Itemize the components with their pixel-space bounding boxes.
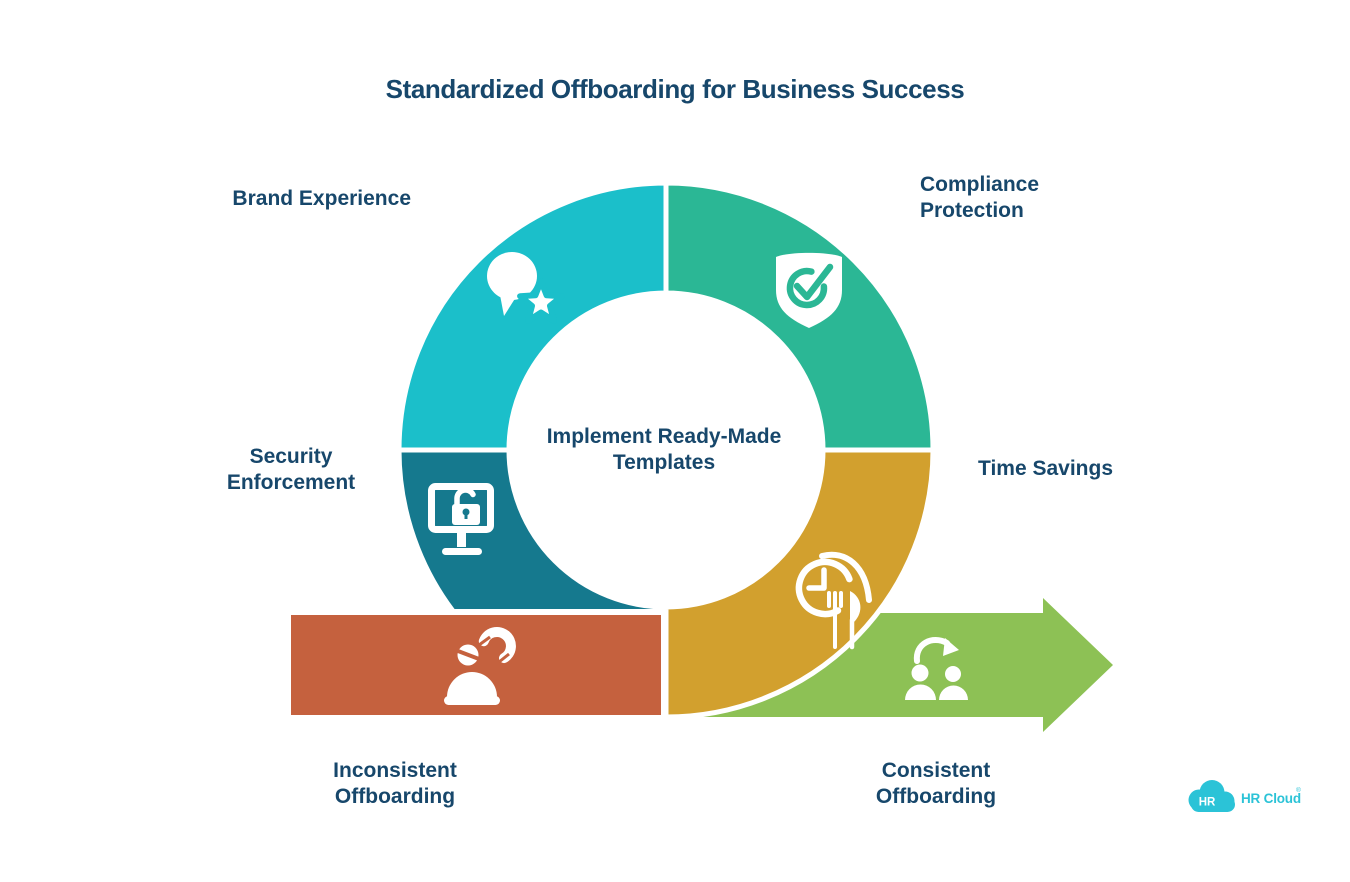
logo-name: HR Cloud (1241, 791, 1301, 806)
label-security-enforcement: Security Enforcement (226, 445, 356, 494)
label-inconsistent-offboarding: Inconsistent Offboarding (333, 759, 457, 808)
cloud-icon (1188, 780, 1235, 812)
shield-check-icon (776, 252, 842, 328)
label-brand-experience: Brand Experience (232, 187, 411, 210)
people-sync-icon (905, 637, 968, 700)
label-compliance-protection: Compliance Protection (920, 173, 1040, 222)
employee-magnet-icon (444, 627, 516, 705)
logo-trademark: ® (1296, 786, 1301, 794)
chat-star-icon (487, 252, 565, 324)
monitor-unlock-icon (428, 483, 494, 555)
label-time-savings: Time Savings (978, 457, 1114, 480)
label-center-message: Implement Ready-Made Templates (546, 425, 782, 474)
clock-meal-icon (795, 551, 872, 650)
label-consistent-offboarding: Consistent Offboarding (875, 759, 997, 808)
logo-badge: HR (1199, 797, 1216, 809)
page-title: Standardized Offboarding for Business Su… (385, 74, 965, 104)
hr-cloud-logo: HR HR Cloud ® (1188, 780, 1301, 812)
